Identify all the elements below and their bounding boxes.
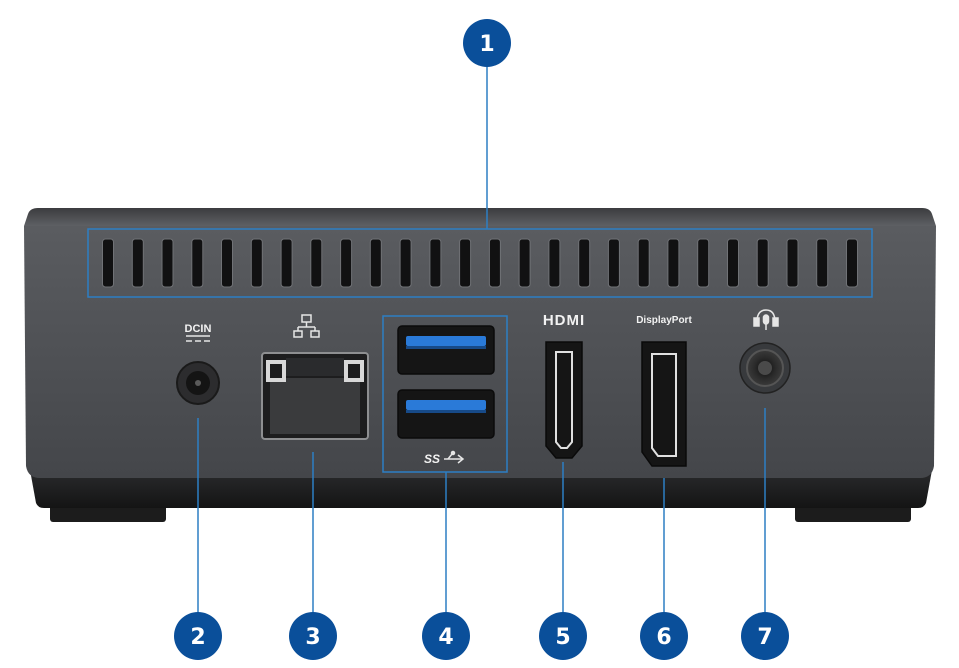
vent-slot — [399, 238, 412, 288]
callout-number: 3 — [305, 625, 320, 650]
dc-symbol-icon — [186, 335, 210, 342]
vent-slot — [161, 238, 174, 288]
callout-number: 5 — [555, 625, 570, 650]
callout-6: 6 — [640, 478, 688, 660]
displayport-port: DisplayPort — [636, 315, 692, 467]
vent-slot — [340, 238, 353, 288]
vent-slot — [250, 238, 263, 288]
chassis-base — [30, 470, 932, 508]
usb-highlight-box — [382, 315, 508, 473]
vent-slot — [221, 238, 233, 288]
vent-slot — [667, 238, 680, 288]
callout-5: 5 — [539, 462, 587, 660]
network-icon — [293, 314, 320, 338]
vent-slot — [459, 238, 472, 288]
usb-port-bottom — [397, 389, 495, 439]
hdmi-socket — [545, 341, 583, 459]
vent-slot — [816, 238, 829, 288]
callout-3: 3 — [289, 452, 337, 660]
vent-slot — [369, 238, 382, 288]
callout-1: 1 — [463, 19, 511, 229]
audio-jack — [739, 309, 791, 394]
usb-superspeed-icon — [444, 450, 465, 464]
vent-slot — [191, 238, 204, 288]
vent-slot — [727, 238, 739, 288]
vent-slot — [607, 238, 620, 288]
chassis-top-edge — [24, 208, 936, 226]
vent-slot — [578, 238, 591, 288]
callout-7: 7 — [741, 408, 789, 660]
displayport-socket — [641, 341, 687, 467]
callout-number: 7 — [757, 625, 772, 650]
vent-slot — [637, 238, 650, 288]
usb-3-ports: SS — [382, 315, 508, 473]
vent-slot — [488, 238, 501, 288]
hdmi-port: HDMI — [543, 312, 585, 459]
vent-slot — [518, 238, 531, 288]
vent-slot — [548, 238, 561, 288]
vent-slot — [131, 238, 144, 288]
dc-in-port: DCIN — [176, 323, 220, 405]
vent-slot — [846, 238, 858, 288]
vent-slot — [429, 238, 442, 288]
displayport-label: DisplayPort — [636, 315, 692, 326]
callout-number: 6 — [656, 625, 671, 650]
vent-highlight-box — [87, 228, 873, 298]
callout-number: 1 — [479, 32, 494, 57]
callout-number: 4 — [438, 625, 453, 650]
vent-slot — [102, 238, 114, 288]
callouts: 1 2 3 4 5 6 7 — [174, 19, 789, 660]
vent-slot — [310, 238, 323, 288]
hdmi-label: HDMI — [543, 312, 585, 329]
dc-in-label: DCIN — [185, 323, 212, 335]
callout-2: 2 — [174, 418, 222, 660]
vent-slot — [697, 238, 710, 288]
usb-superspeed-label: SS — [424, 452, 440, 466]
callout-number: 2 — [190, 625, 205, 650]
vent-slot — [280, 238, 293, 288]
vent-slot — [756, 238, 769, 288]
vent-slot — [786, 238, 799, 288]
headset-mic-icon — [753, 309, 779, 330]
air-vents — [87, 228, 873, 298]
vent-slots — [102, 238, 858, 288]
callout-4: 4 — [422, 472, 470, 660]
lan-port — [261, 314, 369, 440]
usb-port-top — [397, 325, 495, 375]
